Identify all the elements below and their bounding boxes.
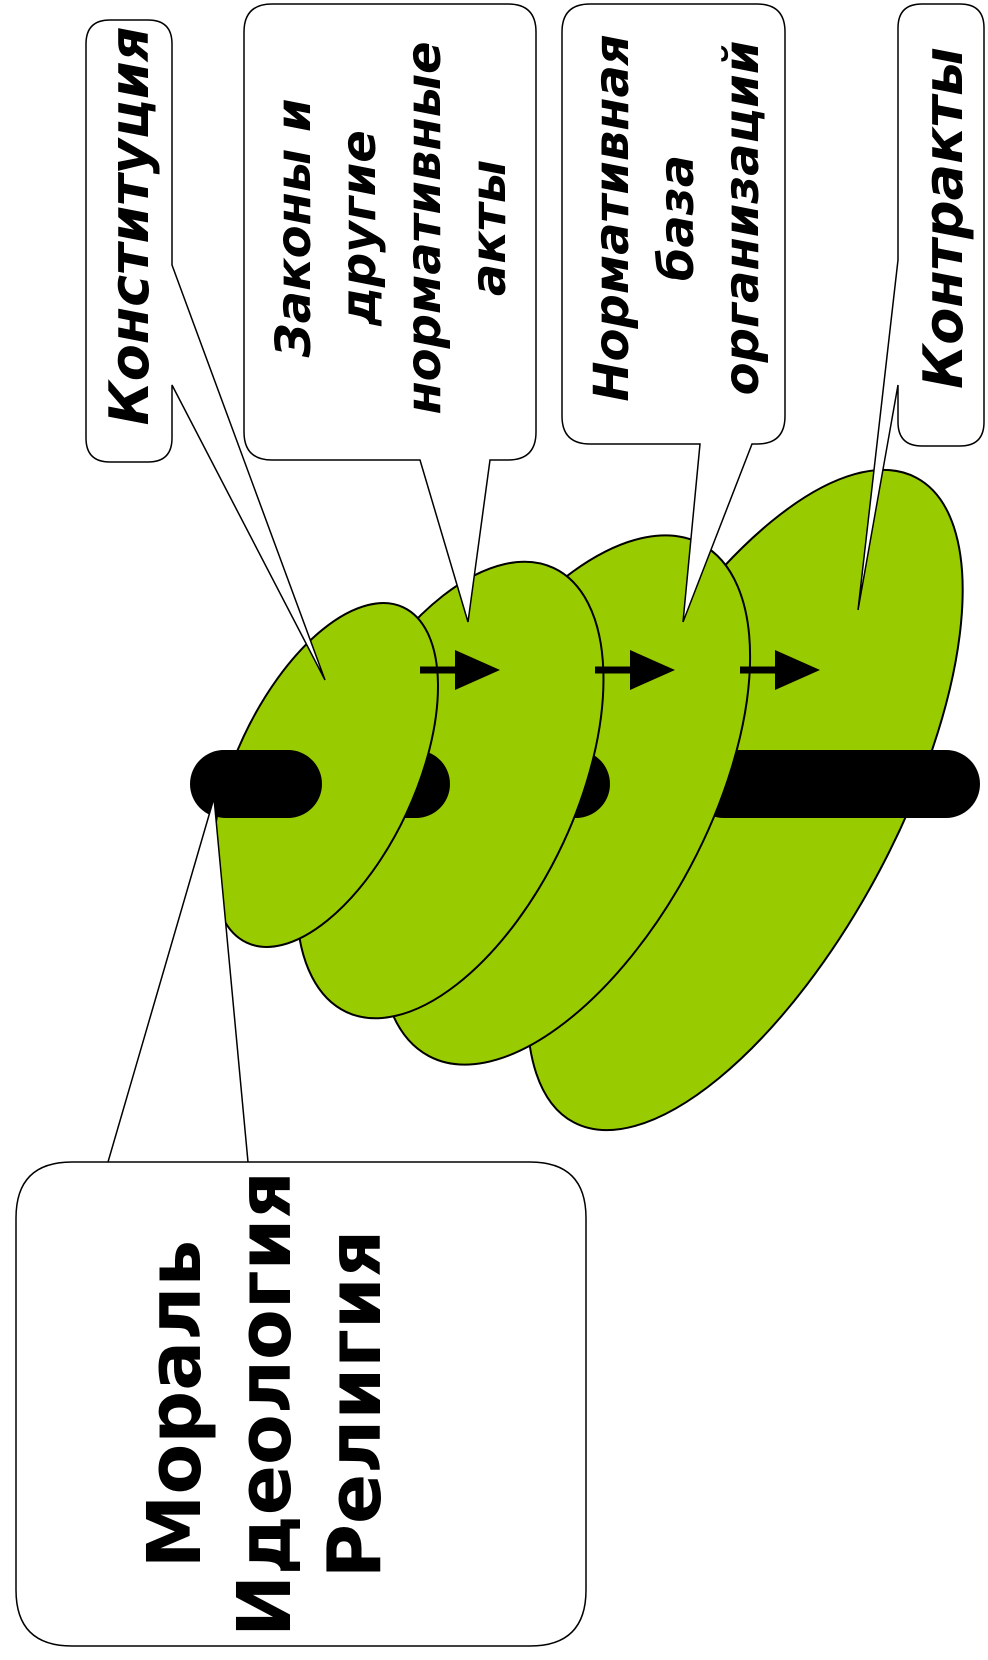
arrows <box>420 650 820 690</box>
callout-contracts: Контракты <box>857 3 985 611</box>
arrow-right-icon <box>595 650 675 690</box>
arrow-right-icon <box>740 650 820 690</box>
org-base-label-line-3: организаций <box>714 41 770 396</box>
disks <box>192 468 980 1132</box>
rod-segment <box>690 750 980 818</box>
disk-constitution <box>211 602 439 948</box>
callout-foundation: Мораль Идеология Религия <box>15 797 587 1647</box>
org-base-label-line-1: Нормативная <box>584 34 640 401</box>
laws-label-line-1: Законы и <box>266 99 322 359</box>
callout-constitution: Конституция <box>85 19 326 681</box>
foundation-label-line-1: Мораль <box>132 1240 218 1568</box>
laws-label-line-3: нормативные <box>396 41 452 414</box>
foundation-label-line-3: Религия <box>312 1230 398 1579</box>
contracts-label: Контракты <box>912 47 975 389</box>
laws-label-line-4: акты <box>461 160 517 296</box>
org-base-label-line-2: база <box>649 155 705 281</box>
callout-laws: Законы и другие нормативные акты <box>243 3 537 623</box>
foundation-label-line-2: Идеология <box>222 1171 308 1637</box>
arrow-right-icon <box>420 650 500 690</box>
constitution-label: Конституция <box>98 27 161 426</box>
callout-org-base: Нормативная база организаций <box>561 3 786 623</box>
rod-front-cap <box>192 750 322 818</box>
laws-label-line-2: другие <box>331 130 387 327</box>
